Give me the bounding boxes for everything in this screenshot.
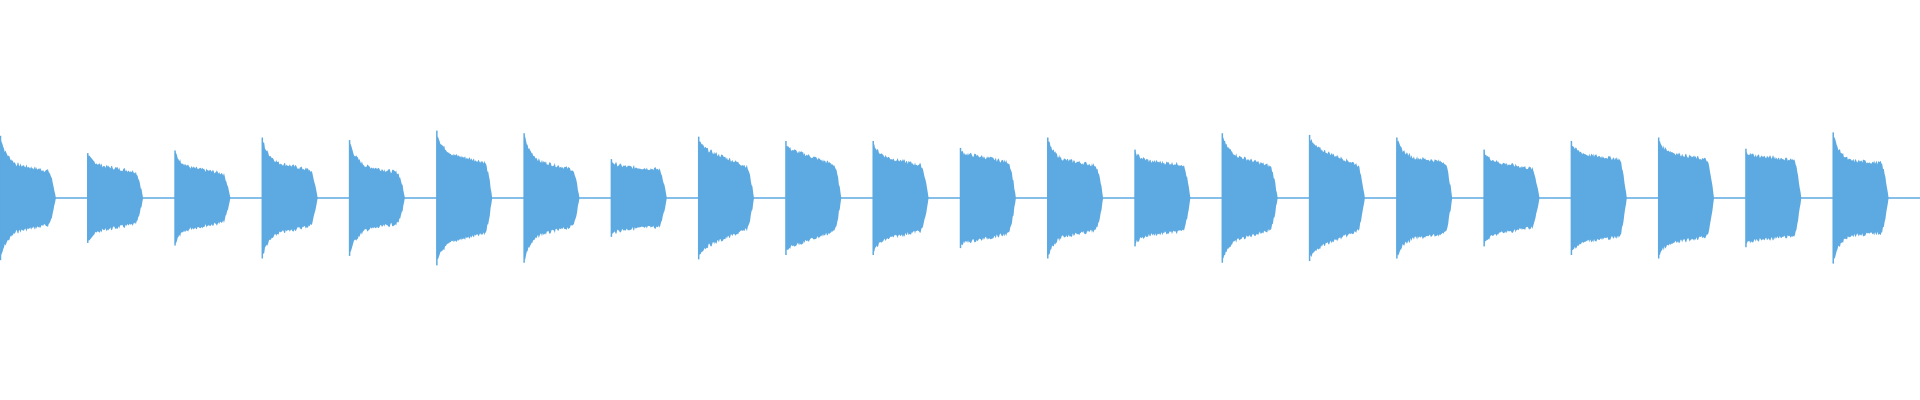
waveform-segment [436,134,493,262]
waveform-segment [1396,140,1453,256]
waveform-segment [1832,137,1889,259]
waveform-segment [1221,136,1278,260]
waveform-segment [1134,151,1191,245]
waveform-segment [0,140,56,256]
waveform-segment [785,145,842,251]
waveform-segment [1483,151,1540,245]
waveform-segment [872,144,929,252]
waveform-segment [1658,140,1714,256]
waveform-segment [174,152,231,244]
waveform-segment [349,143,405,253]
waveform-segment [610,160,667,236]
waveform-segment [1745,151,1802,245]
waveform-segment [698,139,754,257]
waveform-segment [87,155,144,241]
waveform-segment [1047,140,1104,256]
waveform-segment [523,136,580,260]
waveform-segment [1309,138,1365,258]
waveform-segment [960,149,1016,247]
waveform-segment [1570,145,1627,251]
waveform-segment [261,140,318,256]
